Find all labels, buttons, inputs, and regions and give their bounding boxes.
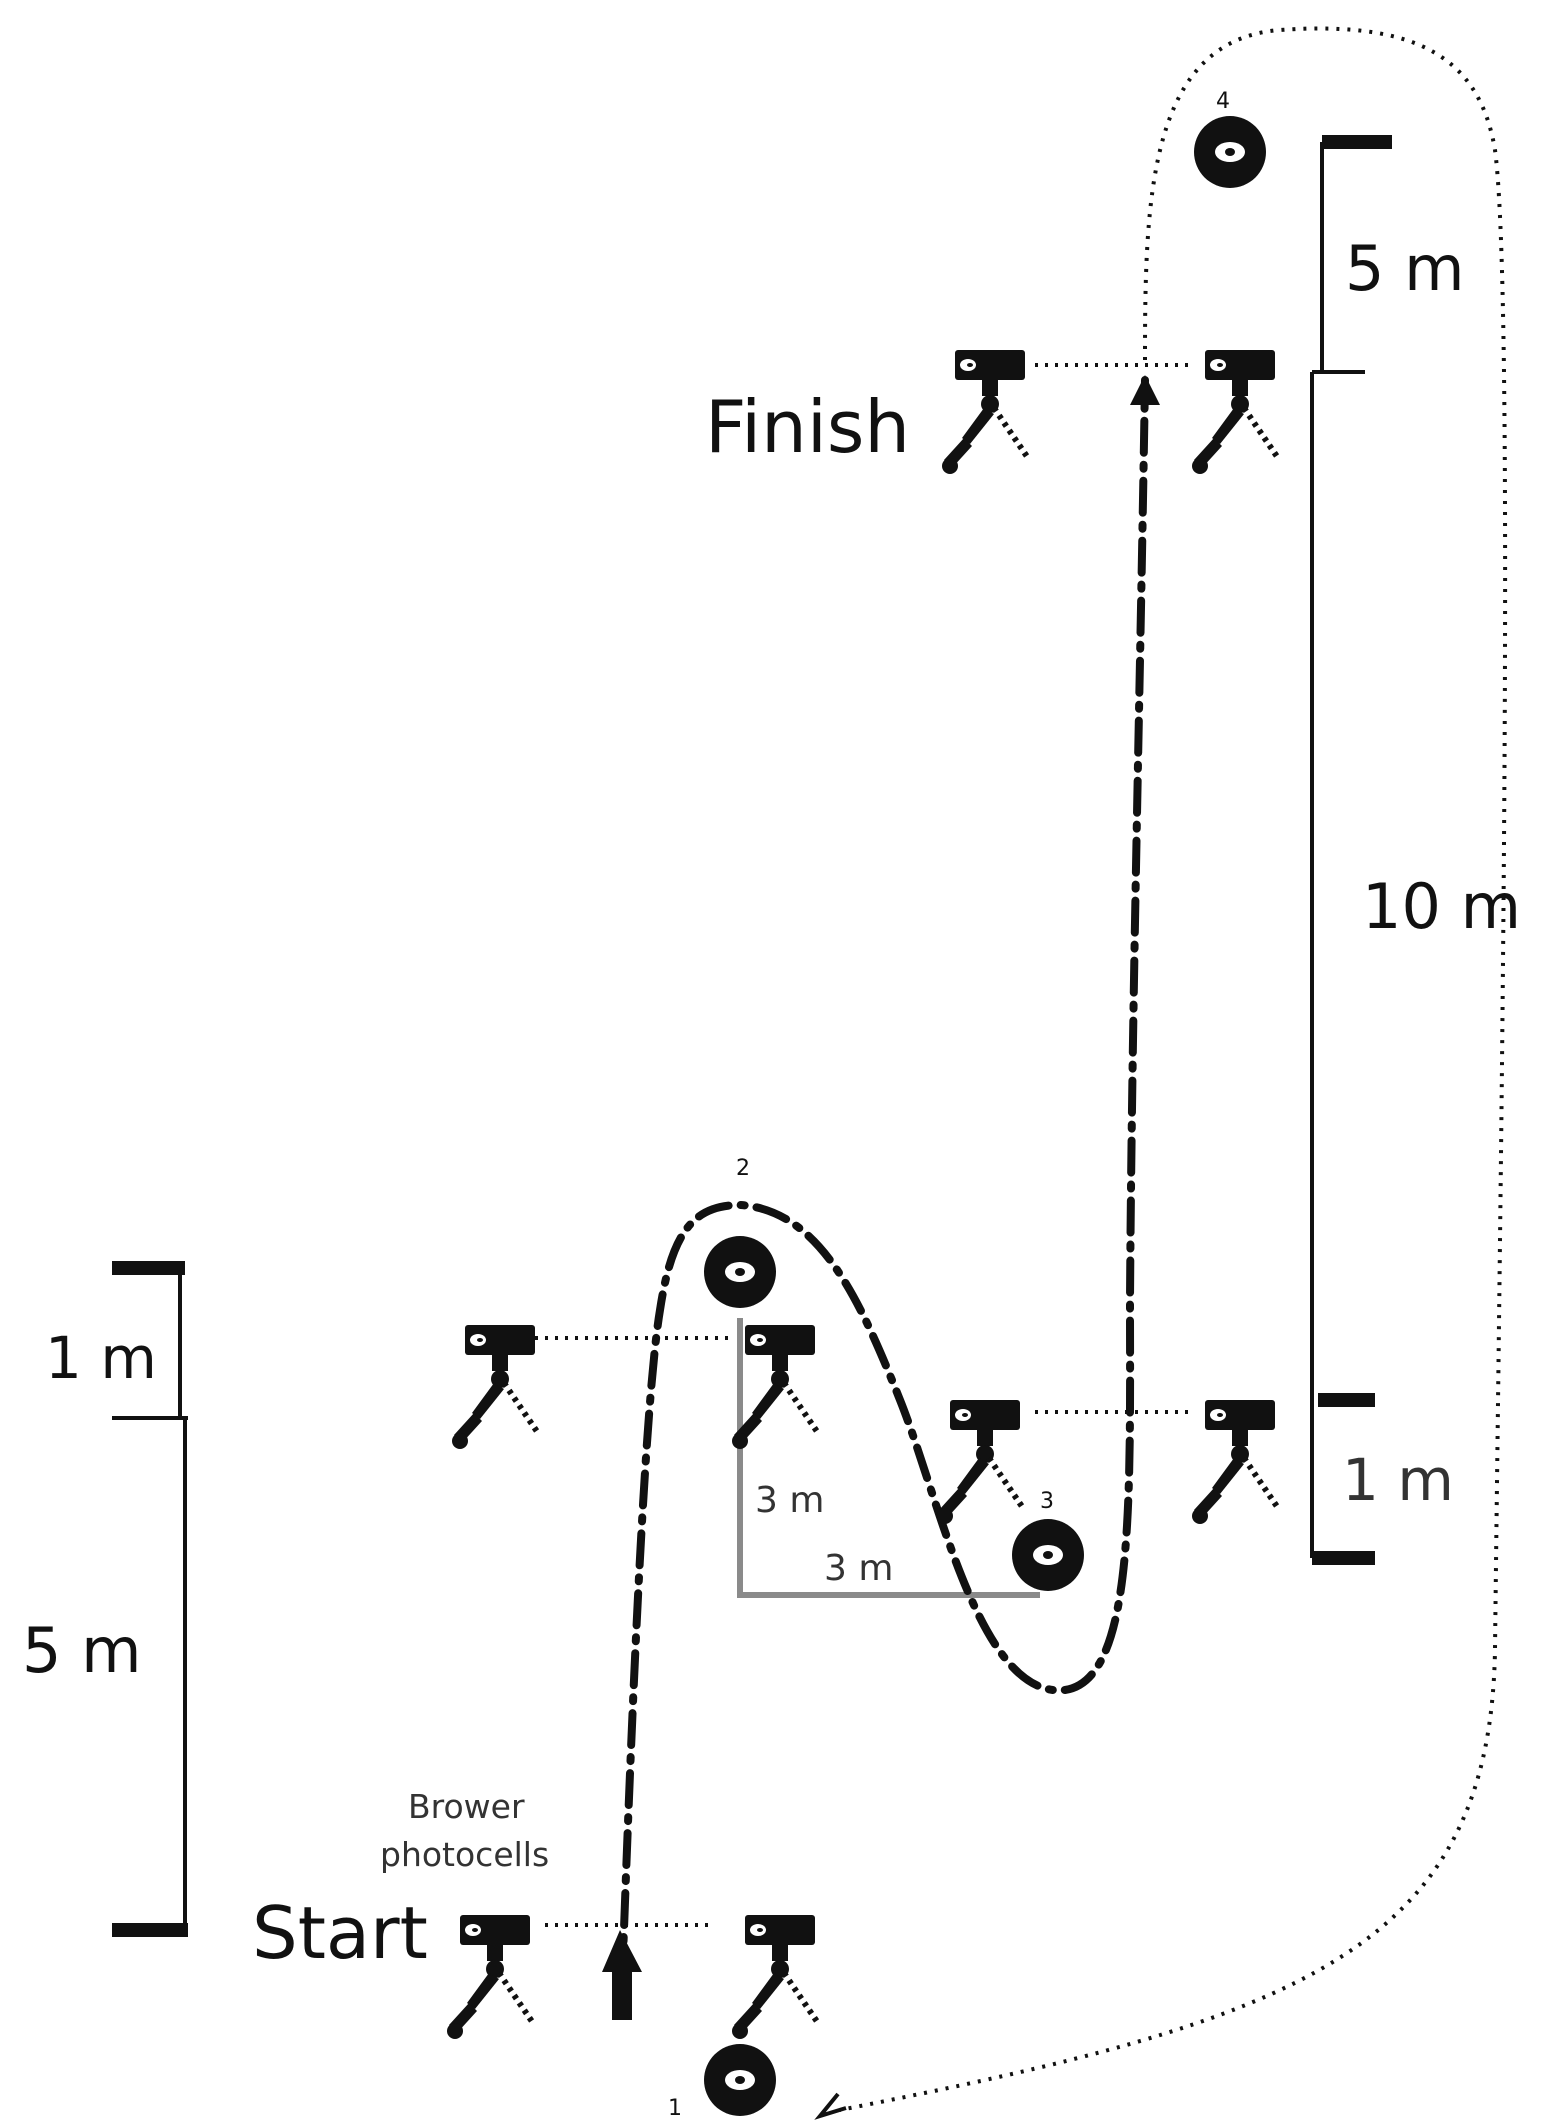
three-metre-guide — [737, 1318, 1040, 1598]
dimension-bar-left — [112, 1261, 188, 1937]
photocells-label-line1: Brower — [408, 1787, 525, 1826]
photocells-label-line2: photocells — [380, 1835, 549, 1874]
dimension-bar-right — [1310, 135, 1392, 1565]
start-label: Start — [252, 1891, 428, 1975]
cone-3-icon — [1012, 1519, 1084, 1591]
return-path-dotted — [839, 26, 1508, 2112]
running-path — [618, 376, 1149, 1989]
photocell-mid-left-icon — [732, 1325, 818, 1449]
photocell-finish-right-icon — [1192, 350, 1278, 474]
dim-3m-horizontal: 3 m — [824, 1548, 893, 1589]
dim-1m-right: 1 m — [1342, 1446, 1454, 1514]
finish-label: Finish — [705, 385, 910, 469]
photocell-start-right-icon — [732, 1915, 818, 2039]
dim-10m-right: 10 m — [1362, 870, 1521, 943]
cone-4-icon — [1194, 116, 1266, 188]
photocell-mid-right-b-icon — [1192, 1400, 1278, 1524]
dim-5m-left: 5 m — [22, 1614, 142, 1687]
cone-1-icon — [704, 2044, 776, 2116]
photocell-finish-left-icon — [942, 350, 1028, 474]
photocell-start-left-icon — [447, 1915, 533, 2039]
start-arrow — [602, 1930, 642, 2020]
photocell-mid-right-a-icon — [937, 1400, 1023, 1524]
cone-4-number: 4 — [1216, 89, 1230, 114]
dim-3m-vertical: 3 m — [755, 1480, 824, 1521]
dim-5m-top-right: 5 m — [1345, 232, 1465, 305]
cone-3-number: 3 — [1040, 1489, 1054, 1514]
cone-2-number: 2 — [736, 1156, 750, 1181]
photocell-mid-far-left-icon — [452, 1325, 538, 1449]
dim-1m-left: 1 m — [45, 1324, 157, 1392]
return-arrowhead — [814, 2092, 847, 2120]
cone-2-icon — [704, 1236, 776, 1308]
finish-arrow — [1130, 375, 1160, 405]
cone-1-number: 1 — [668, 2096, 682, 2121]
